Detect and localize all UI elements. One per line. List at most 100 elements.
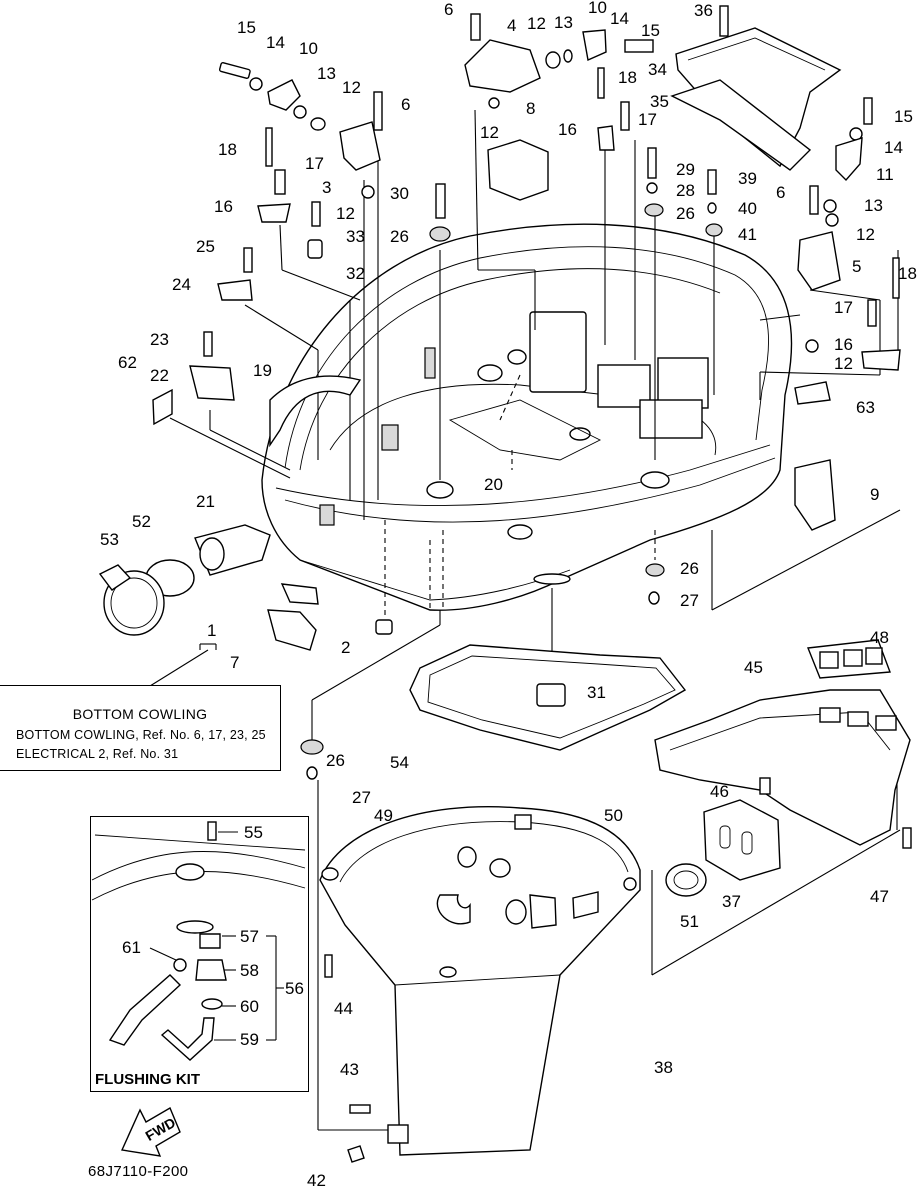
callout-33: 33: [346, 227, 365, 246]
callout-15: 15: [641, 21, 660, 40]
kit-leaders: [149, 643, 284, 1041]
callout-18: 18: [898, 264, 917, 283]
callout-59: 59: [240, 1030, 259, 1049]
callout-5: 5: [852, 257, 861, 276]
callout-45: 45: [744, 658, 763, 677]
callout-12: 12: [342, 78, 361, 97]
callout-52: 52: [132, 512, 151, 531]
callout-43: 43: [340, 1060, 359, 1079]
upper-left-hardware: [152, 62, 451, 448]
callout-23: 23: [150, 330, 169, 349]
callout-17: 17: [305, 154, 324, 173]
callout-14: 14: [884, 138, 903, 157]
callout-58: 58: [240, 961, 259, 980]
callout-16: 16: [558, 120, 577, 139]
callout-4: 4: [507, 16, 516, 35]
callout-62: 62: [118, 353, 137, 372]
callout-34: 34: [648, 60, 667, 79]
callout-36: 36: [694, 1, 713, 20]
callout-12: 12: [480, 123, 499, 142]
flushing-kit-title: FLUSHING KIT: [95, 1071, 200, 1088]
callout-12: 12: [856, 225, 875, 244]
note-line-1: BOTTOM COWLING, Ref. No. 6, 17, 23, 25: [16, 728, 266, 742]
callout-14: 14: [266, 33, 285, 52]
callout-40: 40: [738, 199, 757, 218]
callout-46: 46: [710, 782, 729, 801]
callout-8: 8: [526, 99, 535, 118]
callout-41: 41: [738, 225, 757, 244]
callout-57: 57: [240, 927, 259, 946]
callout-labels: 15 14 10 13 12 6 18 17 3 30 16 12 33 26 …: [100, 0, 917, 1186]
callout-44: 44: [334, 999, 353, 1018]
callout-12: 12: [336, 204, 355, 223]
callout-9: 9: [870, 485, 879, 504]
callout-13: 13: [864, 196, 883, 215]
callout-27: 27: [680, 591, 699, 610]
callout-6: 6: [444, 0, 453, 19]
flushing-kit-box: FLUSHING KIT: [90, 816, 309, 1092]
callout-20: 20: [484, 475, 503, 494]
callout-24: 24: [172, 275, 191, 294]
callout-2: 2: [341, 638, 350, 657]
callout-50: 50: [604, 806, 623, 825]
callout-26: 26: [680, 559, 699, 578]
callout-26: 26: [390, 227, 409, 246]
upper-right-hardware: [644, 5, 901, 531]
callout-18: 18: [218, 140, 237, 159]
callout-48: 48: [870, 628, 889, 647]
callout-22: 22: [150, 366, 169, 385]
mount-bracket: [654, 639, 912, 881]
leader-lines: [169, 109, 901, 1131]
note-title: BOTTOM COWLING: [72, 706, 208, 722]
callout-28: 28: [676, 181, 695, 200]
callout-12: 12: [527, 14, 546, 33]
callout-13: 13: [317, 64, 336, 83]
callout-15: 15: [237, 18, 256, 37]
callout-26: 26: [326, 751, 345, 770]
callout-39: 39: [738, 169, 757, 188]
left-side-parts: [98, 524, 665, 780]
callout-12: 12: [834, 354, 853, 373]
callout-37: 37: [722, 892, 741, 911]
callout-32: 32: [346, 264, 365, 283]
bottom-cowling-note: BOTTOM COWLING BOTTOM COWLING, Ref. No. …: [0, 685, 281, 771]
callout-47: 47: [870, 887, 889, 906]
forward-arrow: [120, 1106, 181, 1157]
callout-10: 10: [588, 0, 607, 17]
callout-10: 10: [299, 39, 318, 58]
callout-1: 1: [207, 621, 216, 640]
callout-53: 53: [100, 530, 119, 549]
callout-18: 18: [618, 68, 637, 87]
lower-casing-part: [319, 806, 707, 1163]
callout-60: 60: [240, 997, 259, 1016]
callout-17: 17: [638, 110, 657, 129]
callout-61: 61: [122, 938, 141, 957]
lower-seal: [409, 644, 687, 751]
callout-19: 19: [253, 361, 272, 380]
callout-49: 49: [374, 806, 393, 825]
callout-3: 3: [322, 178, 331, 197]
flushing-kit-illustration: [91, 821, 306, 1061]
callout-17: 17: [834, 298, 853, 317]
callout-13: 13: [554, 13, 573, 32]
callout-54: 54: [390, 753, 409, 772]
catalog-code: 68J7110-F200: [88, 1163, 189, 1180]
callout-16: 16: [834, 335, 853, 354]
callout-6: 6: [776, 183, 785, 202]
callout-15: 15: [894, 107, 913, 126]
callout-29: 29: [676, 160, 695, 179]
callout-42: 42: [307, 1171, 326, 1186]
note-line-2: ELECTRICAL 2, Ref. No. 31: [16, 747, 179, 761]
callout-38: 38: [654, 1058, 673, 1077]
upper-center-hardware: [464, 13, 654, 201]
callout-55: 55: [244, 823, 263, 842]
callout-63: 63: [856, 398, 875, 417]
callout-51: 51: [680, 912, 699, 931]
callout-11: 11: [876, 165, 894, 184]
callout-31: 31: [587, 683, 606, 702]
callout-25: 25: [196, 237, 215, 256]
callout-14: 14: [610, 9, 629, 28]
callout-21: 21: [196, 492, 215, 511]
callout-6: 6: [401, 95, 410, 114]
